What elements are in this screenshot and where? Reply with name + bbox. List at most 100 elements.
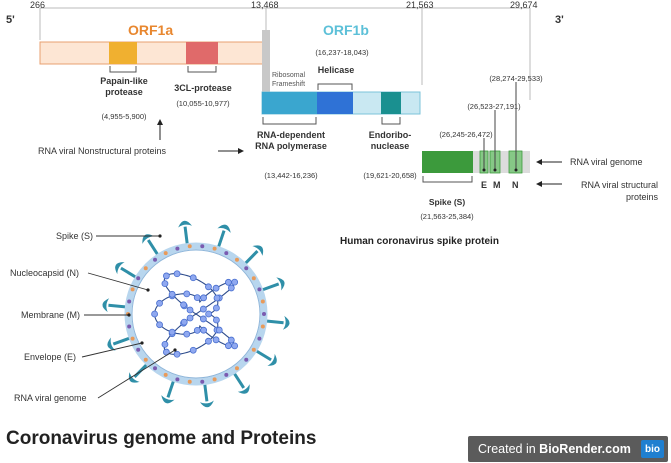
n-range: (28,274-29,533) — [489, 74, 543, 83]
papain-protease-range: (4,955-5,900) — [101, 112, 147, 121]
nucleocapsid-bead — [189, 346, 197, 354]
nucleocapsid-bead — [213, 316, 220, 324]
virion-spike-label: Spike (S) — [56, 231, 94, 241]
nucleocapsid-bead — [215, 326, 223, 334]
spike-head — [115, 262, 125, 275]
nucleocapsid-bead — [189, 274, 197, 282]
m-range: (26,523-27,191) — [467, 102, 521, 111]
page-title: Coronavirus genome and Proteins — [6, 428, 317, 449]
nucleocapsid-bead — [186, 314, 194, 322]
membrane-protein — [130, 287, 135, 292]
nucleocapsid-bead — [227, 284, 235, 292]
membrane-protein — [127, 324, 132, 329]
membrane-protein — [234, 366, 239, 371]
nucleocapsid-bead — [183, 290, 191, 298]
membrane-protein — [212, 377, 217, 382]
nucleocapsid-bead — [200, 326, 208, 334]
membrane-protein — [175, 246, 180, 251]
membrane-protein — [163, 251, 168, 256]
nucleocapsid-bead — [156, 321, 163, 329]
virion-illustration — [81, 220, 290, 408]
nucleocapsid-bead — [212, 284, 220, 292]
spike-head — [102, 298, 110, 313]
biorender-text: Created in BioRender.com — [478, 442, 631, 456]
position-13468: 13,468 — [251, 0, 279, 10]
nucleocapsid-bead — [168, 328, 176, 336]
membrane-protein — [127, 299, 132, 304]
virion-nucleocapsid-label: Nucleocapsid (N) — [10, 268, 80, 278]
membrane-protein — [143, 266, 148, 271]
rdrp-domain — [262, 92, 317, 114]
membrane-protein — [130, 336, 135, 341]
orf1b-label: ORF1b — [323, 22, 369, 38]
nucleocapsid-bead — [173, 350, 181, 358]
nucleocapsid-bead — [205, 283, 212, 291]
virion-envelope-label: Envelope (E) — [24, 352, 77, 362]
spike-head — [217, 224, 231, 233]
spike-gene-label: Spike (S) — [428, 197, 466, 207]
frameshift-junction — [262, 30, 270, 92]
spike-head — [267, 353, 277, 366]
nucleocapsid-bead — [183, 330, 191, 338]
five-prime-label: 5' — [6, 14, 15, 26]
nucleocapsid-bead — [151, 310, 159, 318]
membrane-protein — [224, 251, 229, 256]
nucleocapsid-bead — [231, 342, 239, 350]
membrane-protein — [244, 357, 249, 362]
leader-envelope-dot — [140, 341, 144, 345]
membrane-protein — [187, 244, 192, 249]
genome-arrow-label: RNA viral genome — [570, 157, 643, 167]
spike-head — [161, 395, 175, 404]
membrane-protein — [153, 257, 158, 262]
orf1a-bar — [39, 41, 269, 65]
bio-logo-icon: bio — [641, 440, 664, 458]
membrane-protein — [244, 266, 249, 271]
genome-diagram — [39, 7, 562, 187]
virion-rna-label: RNA viral genome — [14, 393, 87, 403]
virion-membrane-label: Membrane (M) — [21, 310, 81, 320]
spike-head — [199, 400, 214, 408]
membrane-protein — [260, 324, 265, 329]
helicase-range: (16,237-18,043) — [315, 48, 369, 57]
membrane-protein — [251, 347, 256, 352]
spike-head — [178, 220, 193, 228]
position-21563: 21,563 — [406, 0, 434, 10]
membrane-protein — [136, 347, 141, 352]
papain-protease-domain — [109, 42, 137, 64]
n-label: N — [512, 180, 519, 190]
spike-head — [282, 315, 290, 330]
nucleocapsid-bead — [205, 337, 212, 345]
nucleocapsid-bead — [212, 336, 220, 344]
membrane-protein — [212, 246, 217, 251]
papain-bracket — [109, 66, 137, 73]
leader-rna-dot — [173, 348, 177, 352]
nucleocapsid-bead — [227, 336, 235, 344]
nucleocapsid-bead — [199, 305, 207, 313]
spike-gene — [422, 151, 473, 173]
biorender-badge[interactable]: Created in BioRender.com bio — [468, 436, 668, 462]
membrane-protein — [257, 336, 262, 341]
rdrp-range: (13,442-16,236) — [264, 171, 318, 180]
orf1a-label: ORF1a — [128, 22, 174, 38]
membrane-protein — [153, 366, 158, 371]
endoribonuclease-domain — [381, 92, 401, 114]
helicase-bracket — [317, 83, 353, 90]
spike-head — [142, 234, 155, 244]
papain-protease-label: Papain-like protease — [100, 76, 148, 97]
rdrp-bracket — [262, 117, 317, 125]
membrane-protein — [251, 276, 256, 281]
nucleocapsid-bead — [199, 315, 207, 323]
virion-inner-membrane — [131, 249, 261, 379]
leader-nucleocapsid-dot — [146, 288, 150, 292]
leader-nucleocapsid — [87, 272, 149, 291]
endoribonuclease-label: Endoribo- nuclease — [368, 130, 412, 151]
membrane-protein — [136, 276, 141, 281]
nucleocapsid-bead — [186, 306, 194, 314]
e-range: (26,245-26,472) — [439, 130, 493, 139]
nucleocapsid-bead — [162, 272, 170, 280]
membrane-protein — [262, 312, 266, 316]
protease-3cl-label: 3CL-protease — [174, 83, 232, 93]
helicase-label: Helicase — [317, 65, 355, 75]
membrane-protein — [224, 372, 229, 377]
nucleocapsid-bead — [161, 280, 169, 288]
